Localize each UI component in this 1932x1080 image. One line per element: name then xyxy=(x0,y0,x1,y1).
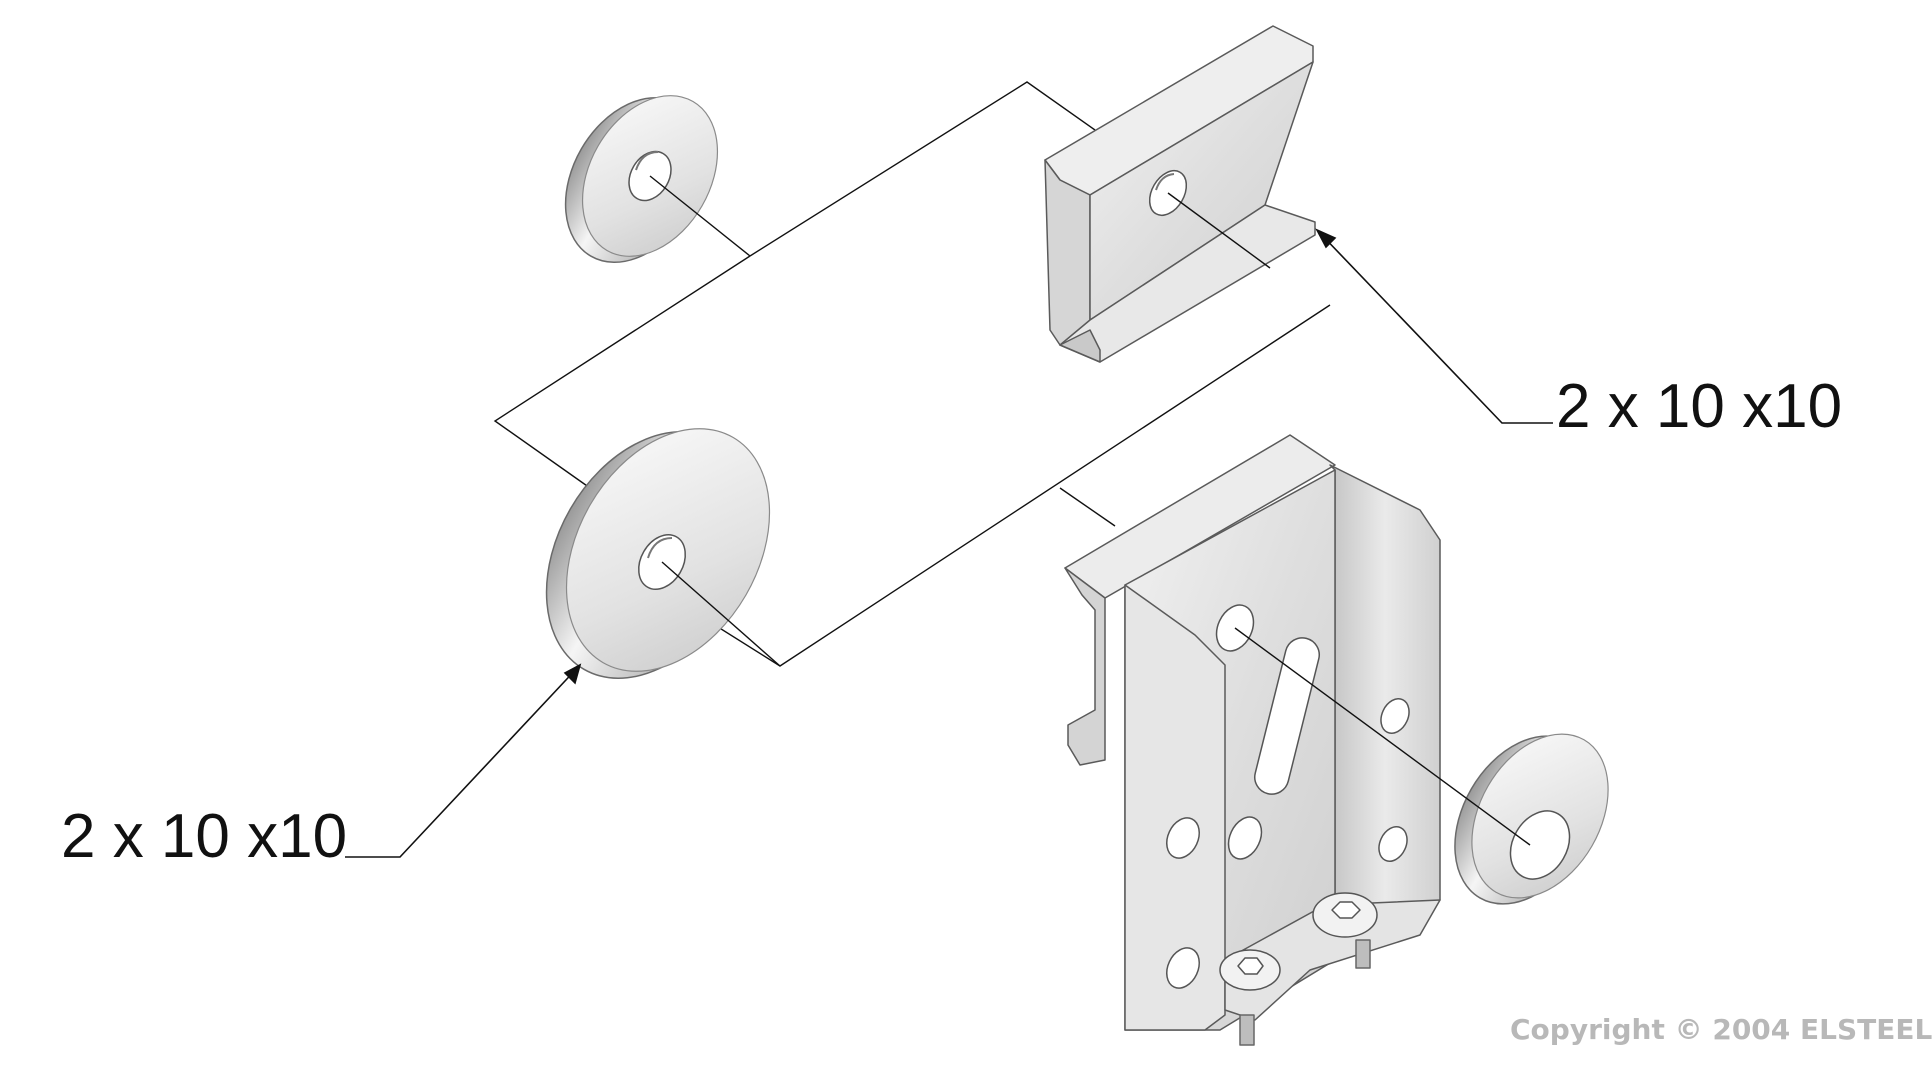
washer-top-left xyxy=(564,95,719,264)
leader-arrow-left xyxy=(345,663,582,858)
upper-channel-bracket xyxy=(1044,25,1316,363)
callout-label-upper-channel: 2 x 10 x10 xyxy=(1556,372,1843,441)
callout-label-washer: 2 x 10 x10 xyxy=(61,802,348,871)
socket-screw-left xyxy=(1219,949,1281,1046)
leader-arrow-right xyxy=(1315,228,1553,424)
lower-bracket-assembly xyxy=(1064,434,1441,1046)
assembly-centerlines xyxy=(649,175,1531,846)
copyright-notice: Copyright © 2004 ELSTEEL xyxy=(1510,1013,1932,1046)
socket-screw-right xyxy=(1312,892,1378,969)
washer-bottom-right xyxy=(1454,733,1609,905)
washer-bottom-left xyxy=(545,428,771,679)
